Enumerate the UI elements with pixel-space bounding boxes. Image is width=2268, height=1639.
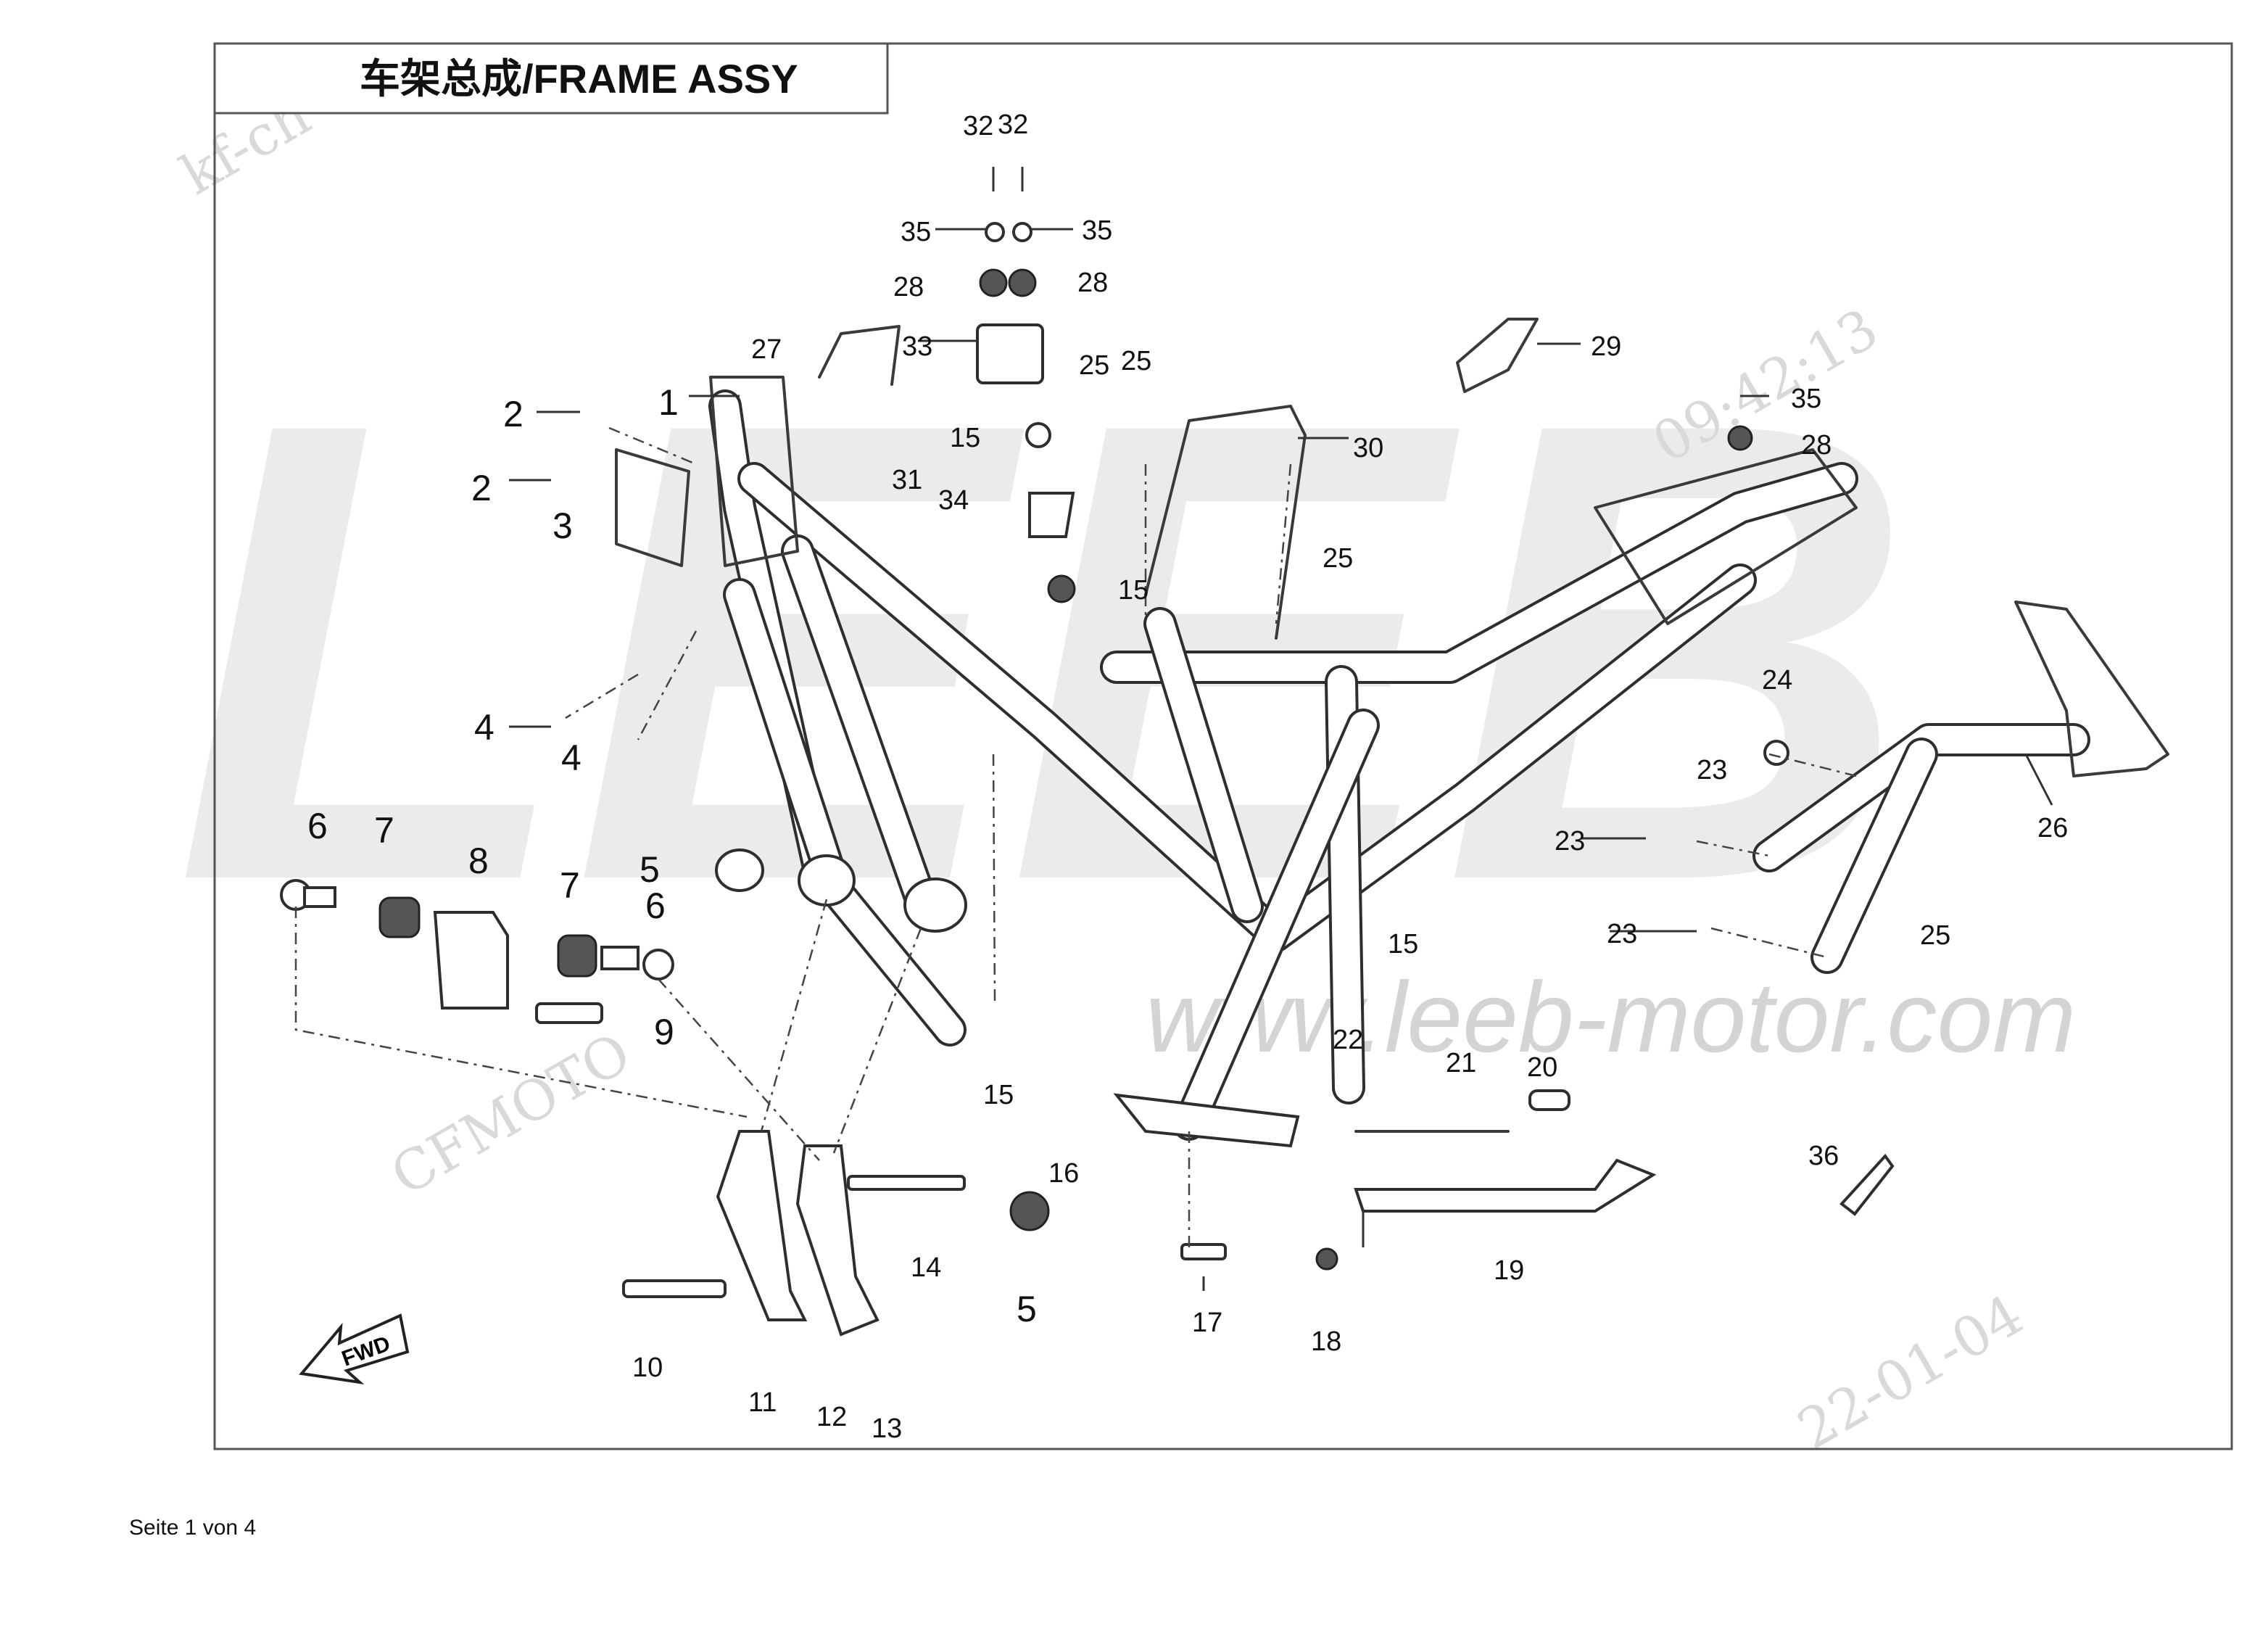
callout-11: 11 bbox=[748, 1387, 777, 1418]
callout-28c: 28 bbox=[1801, 430, 1832, 461]
callout-35a: 35 bbox=[901, 217, 931, 247]
callout-15c: 15 bbox=[983, 1080, 1014, 1110]
side-stand-parts bbox=[1113, 1089, 1657, 1271]
callout-21: 21 bbox=[1446, 1048, 1476, 1078]
callout-13: 13 bbox=[872, 1413, 902, 1444]
callout-17: 17 bbox=[1192, 1308, 1222, 1338]
swingarm-pivot-parts bbox=[280, 879, 674, 1024]
callout-18: 18 bbox=[1311, 1326, 1341, 1357]
main-frame bbox=[615, 376, 1858, 1141]
callout-2a: 2 bbox=[503, 394, 523, 434]
callout-25d: 25 bbox=[1920, 920, 1950, 951]
callout-9: 9 bbox=[654, 1012, 674, 1052]
callout-1: 1 bbox=[658, 382, 679, 423]
callout-32b: 32 bbox=[998, 110, 1028, 140]
rear-subframe bbox=[1752, 600, 2169, 974]
callout-25c: 25 bbox=[1323, 543, 1353, 574]
callout-28a: 28 bbox=[893, 272, 924, 302]
callout-23c: 23 bbox=[1607, 919, 1637, 949]
callout-29: 29 bbox=[1591, 331, 1621, 362]
callout-3: 3 bbox=[552, 505, 573, 546]
callout-14: 14 bbox=[911, 1252, 941, 1283]
bracket-36 bbox=[1839, 1153, 1895, 1216]
callout-10: 10 bbox=[632, 1353, 663, 1383]
callout-33: 33 bbox=[902, 331, 932, 362]
title-box bbox=[213, 42, 889, 115]
callout-12: 12 bbox=[816, 1402, 847, 1432]
callout-30: 30 bbox=[1353, 433, 1383, 463]
callout-4b: 4 bbox=[561, 738, 582, 778]
callout-28b: 28 bbox=[1077, 268, 1108, 298]
url-watermark: www.leeb-motor.com bbox=[1146, 962, 2076, 1073]
callout-34: 34 bbox=[938, 485, 969, 516]
engine-mounts bbox=[622, 1130, 966, 1337]
callout-6b: 6 bbox=[645, 885, 666, 926]
frame-plate-3 bbox=[615, 448, 690, 567]
callout-4a: 4 bbox=[474, 707, 494, 748]
page-footer: Seite 1 von 4 bbox=[129, 1516, 256, 1540]
callout-36: 36 bbox=[1808, 1141, 1839, 1171]
callout-2b: 2 bbox=[471, 468, 492, 508]
callout-5b: 5 bbox=[1017, 1289, 1037, 1329]
callout-7a: 7 bbox=[374, 810, 394, 851]
callout-16: 16 bbox=[1048, 1158, 1079, 1189]
date-watermark: 22-01-04 bbox=[1787, 1282, 2034, 1462]
callout-6a: 6 bbox=[307, 806, 328, 846]
leader-lines bbox=[509, 167, 2053, 1291]
callout-20: 20 bbox=[1527, 1052, 1557, 1083]
callout-15d: 15 bbox=[1388, 929, 1418, 959]
callout-23b: 23 bbox=[1697, 755, 1727, 785]
drawing-border bbox=[213, 42, 2233, 1450]
callouts: 1 2 2 3 4 4 5 5 6 6 7 7 8 9 10 11 12 13 … bbox=[307, 110, 2068, 1444]
assembly-lines bbox=[294, 426, 1857, 1247]
callout-35c: 35 bbox=[1791, 384, 1821, 414]
callout-32a: 32 bbox=[963, 111, 993, 141]
callout-25a: 25 bbox=[1079, 350, 1109, 381]
callout-31: 31 bbox=[892, 465, 922, 495]
callout-27: 27 bbox=[751, 334, 782, 365]
callout-19: 19 bbox=[1494, 1255, 1524, 1286]
fwd-arrow-icon: FWD bbox=[299, 1313, 410, 1384]
callout-15b: 15 bbox=[1118, 575, 1149, 606]
watermark-group: LEEB www.leeb-motor.com 09:42:13 22-01-0… bbox=[170, 83, 2077, 1461]
callout-26: 26 bbox=[2037, 813, 2068, 843]
callout-25b: 25 bbox=[1121, 346, 1151, 376]
callout-7b: 7 bbox=[560, 865, 580, 906]
page-title: 车架总成/FRAME ASSY bbox=[360, 56, 798, 102]
bushings bbox=[715, 849, 1050, 1231]
top-hardware bbox=[818, 222, 1789, 766]
callout-8: 8 bbox=[468, 841, 489, 881]
callout-23a: 23 bbox=[1555, 826, 1585, 856]
callout-24: 24 bbox=[1762, 665, 1792, 695]
maker-watermark: CFMOTO bbox=[381, 1020, 642, 1208]
callout-22: 22 bbox=[1333, 1025, 1363, 1055]
callout-35b: 35 bbox=[1082, 215, 1112, 246]
callout-15a: 15 bbox=[950, 423, 980, 453]
callout-5a: 5 bbox=[640, 849, 660, 890]
